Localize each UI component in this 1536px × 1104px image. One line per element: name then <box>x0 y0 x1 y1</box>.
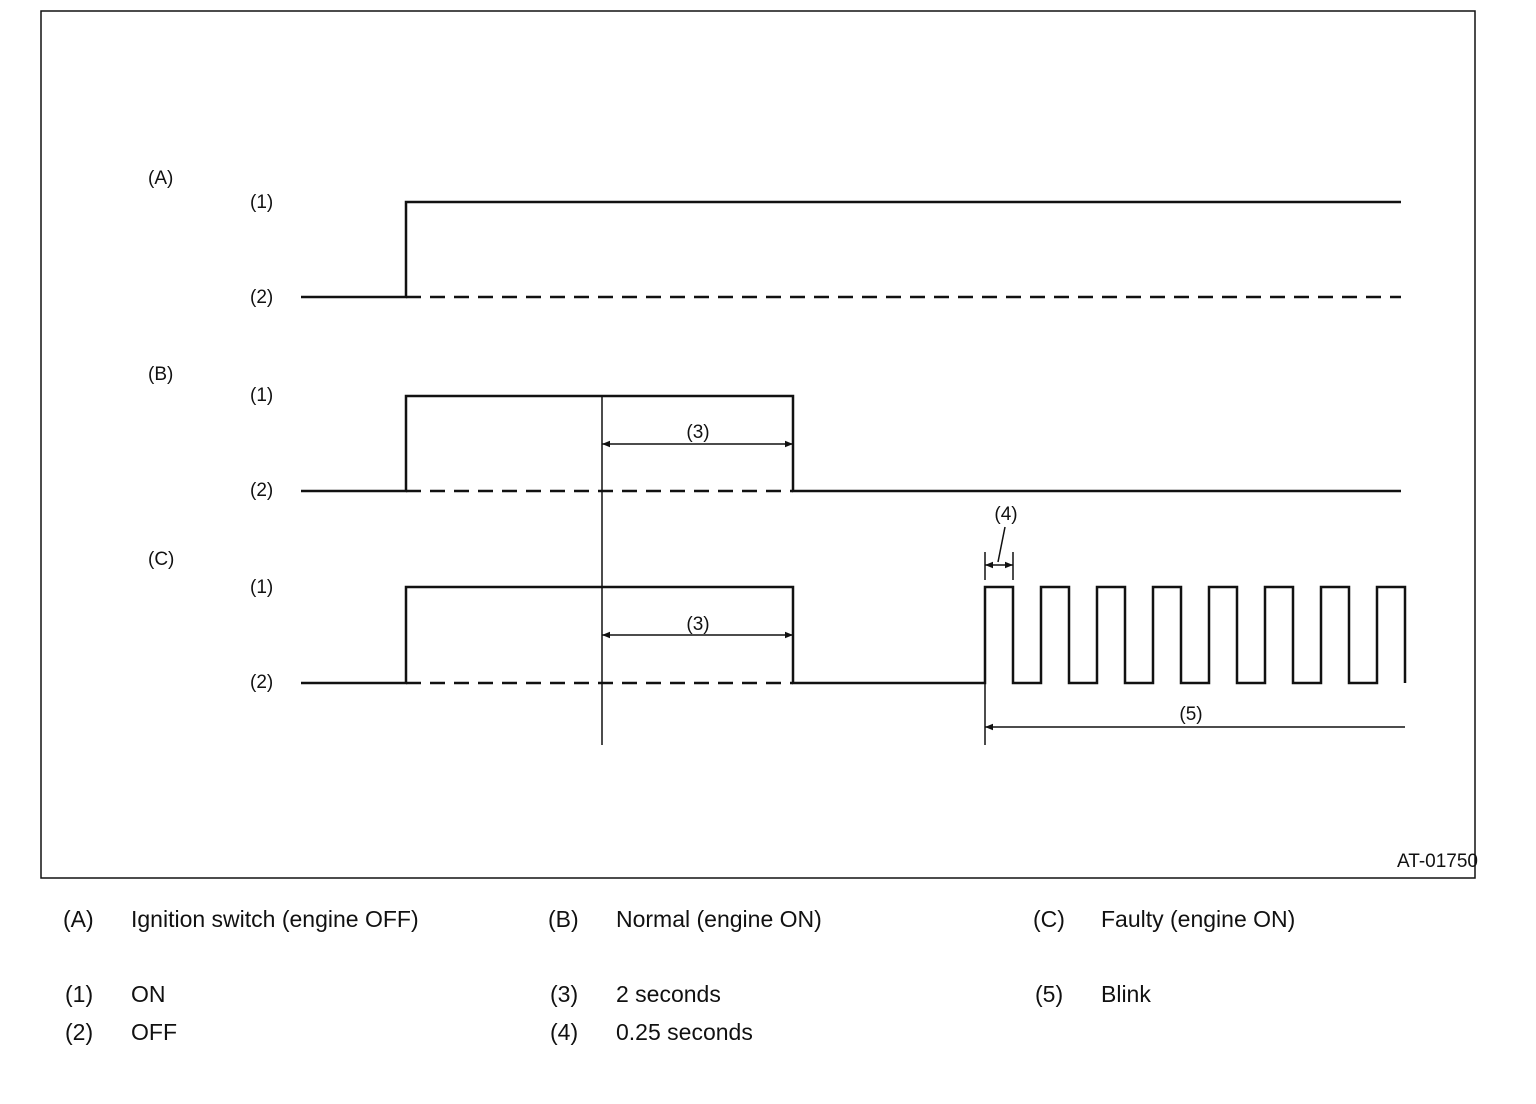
callout-3-b: (3) <box>686 422 709 443</box>
legend-key-5: (5) <box>1035 981 1064 1007</box>
legend-text-5: Blink <box>1101 981 1151 1007</box>
leader-line-4 <box>997 526 1006 563</box>
level-label-on-a: (1) <box>250 192 273 213</box>
panel-label-c: (C) <box>148 549 174 570</box>
legend-text-b: Normal (engine ON) <box>616 906 822 932</box>
panel-label-a: (A) <box>148 168 173 189</box>
diagram-frame <box>40 10 1476 879</box>
legend-text-4: 0.25 seconds <box>616 1019 753 1045</box>
legend-key-b: (B) <box>548 906 579 932</box>
legend-key-a: (A) <box>63 906 94 932</box>
level-label-on-b: (1) <box>250 385 273 406</box>
level-label-off-b: (2) <box>250 480 273 501</box>
legend-key-2: (2) <box>65 1019 94 1045</box>
callout-5: (5) <box>1179 704 1202 725</box>
legend-text-c: Faulty (engine ON) <box>1101 906 1296 932</box>
legend-key-4: (4) <box>550 1019 579 1045</box>
callout-4: (4) <box>994 504 1017 525</box>
panel-label-b: (B) <box>148 364 173 385</box>
waveform-faulty <box>301 585 1407 685</box>
level-label-off-a: (2) <box>250 287 273 308</box>
legend-key-c: (C) <box>1033 906 1065 932</box>
legend-text-a: Ignition switch (engine OFF) <box>131 906 419 932</box>
waveform-normal <box>301 394 1401 493</box>
legend-key-3: (3) <box>550 981 579 1007</box>
waveform-ignition-switch <box>301 200 1401 299</box>
legend-text-2: OFF <box>131 1019 177 1045</box>
level-label-on-c: (1) <box>250 577 273 598</box>
level-label-off-c: (2) <box>250 672 273 693</box>
callout-3-c: (3) <box>686 614 709 635</box>
figure-code: AT-01750 <box>1397 851 1478 872</box>
legend-key-1: (1) <box>65 981 94 1007</box>
legend-text-3: 2 seconds <box>616 981 721 1007</box>
legend-text-1: ON <box>131 981 166 1007</box>
